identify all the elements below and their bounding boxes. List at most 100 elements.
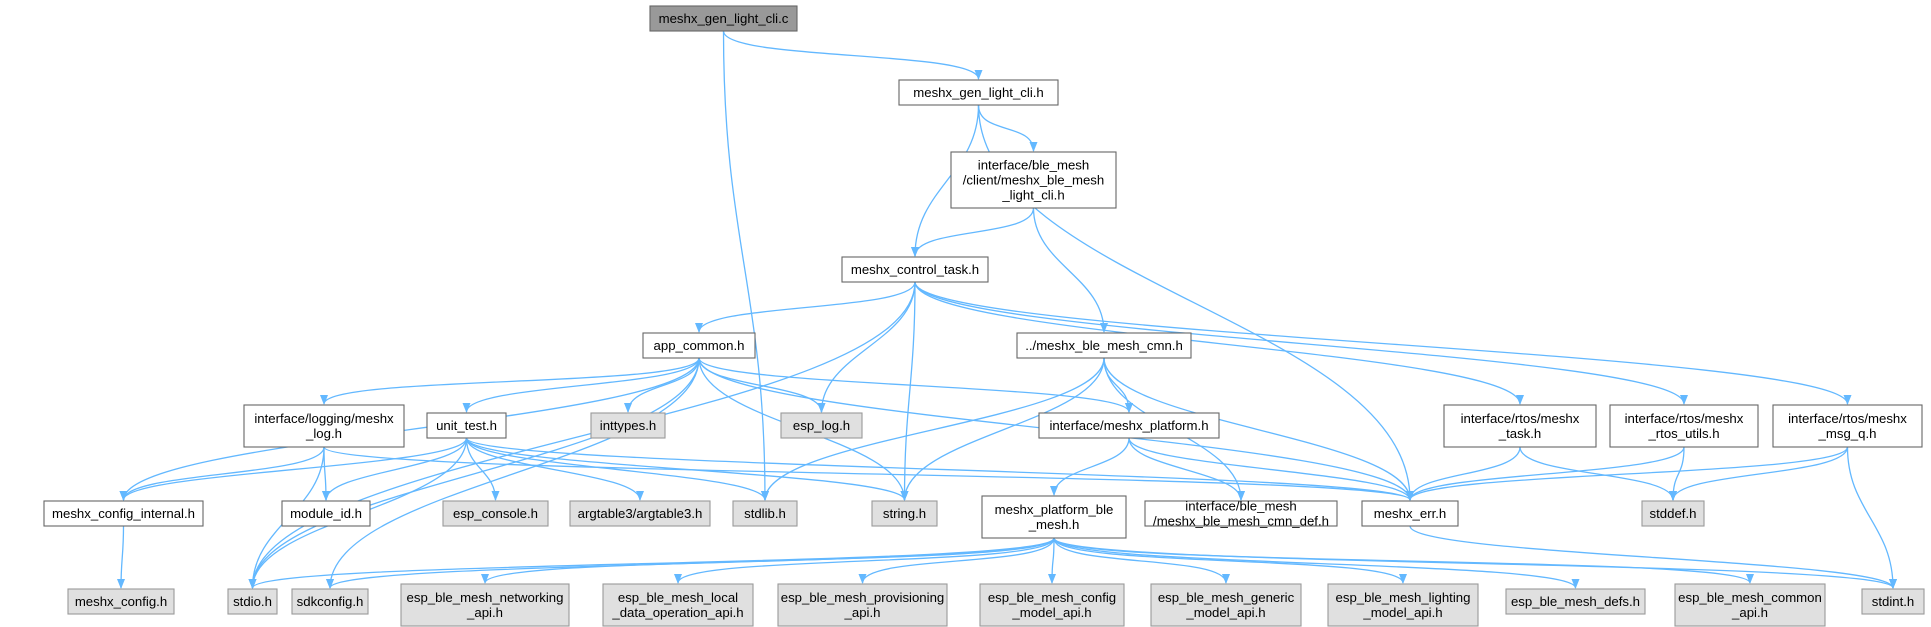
node-logging[interactable]: interface/logging/meshx_log.h [243,404,405,448]
node-common_api: esp_ble_mesh_common_api.h [1674,583,1826,627]
node-label: _model_api.h [1362,605,1442,620]
node-label: /meshx_ble_mesh_cmn_def.h [1153,514,1329,529]
node-box [1609,404,1759,448]
node-lighting_model: esp_ble_mesh_lighting_model_api.h [1327,583,1479,627]
edge-app_common-to-logging [320,357,700,405]
edge-app_common-to-config_internal [119,357,700,501]
node-label: esp_log.h [793,418,850,433]
node-label: interface/logging/meshx [254,411,394,426]
node-label: esp_ble_mesh_generic [1158,590,1295,605]
node-box [1861,588,1925,615]
node-box [400,583,570,627]
node-label: esp_ble_mesh_networking [407,590,564,605]
node-cmn_def[interactable]: interface/ble_mesh/meshx_ble_mesh_cmn_de… [1144,499,1338,529]
node-label: meshx_config_internal.h [52,506,195,521]
node-box [291,588,369,615]
node-label: interface/meshx_platform.h [1049,418,1208,433]
edge-unit_test-to-module_id [322,437,468,501]
node-box [227,588,278,615]
node-config_internal[interactable]: meshx_config_internal.h [43,500,204,527]
edge-control_task-to-app_common [695,281,916,333]
node-label: interface/ble_mesh [1185,499,1296,514]
node-box [1150,583,1302,627]
node-label: interface/rtos/meshx [1788,411,1907,426]
node-ble_mesh_cmn[interactable]: ../meshx_ble_mesh_cmn.h [1016,332,1192,359]
node-rtos_utils[interactable]: interface/rtos/meshx_rtos_utils.h [1609,404,1759,448]
edge-ble_light_cli-to-ble_mesh_cmn [1032,207,1108,333]
edge-unit_test-to-stdlib [465,437,769,501]
edge-app_common-to-stdio [248,357,700,589]
node-label: unit_test.h [436,418,497,433]
node-label: interface/ble_mesh [978,158,1089,173]
node-label: _log.h [305,426,342,441]
node-sdkconfig: sdkconfig.h [291,588,369,615]
node-control_task[interactable]: meshx_control_task.h [841,256,989,283]
node-label: meshx_config.h [75,594,167,609]
edge-platform-to-cmn_def [1128,437,1245,501]
node-box [426,412,507,439]
node-box [43,500,204,527]
node-platform_ble[interactable]: meshx_platform_ble_mesh.h [981,495,1127,539]
node-app_common[interactable]: app_common.h [642,332,756,359]
node-platform[interactable]: interface/meshx_platform.h [1038,412,1220,439]
node-config_model: esp_ble_mesh_config_model_api.h [979,583,1125,627]
edge-ble_mesh_cmn-to-meshx_err [1103,357,1414,501]
node-label: stddef.h [1650,506,1697,521]
node-box [442,500,549,527]
node-label: meshx_err.h [1374,506,1447,521]
node-label: _data_operation_api.h [611,605,743,620]
node-box [1038,412,1220,439]
node-rtos_task[interactable]: interface/rtos/meshx_task.h [1443,404,1597,448]
node-label: _api.h [844,605,881,620]
edge-app_common-to-sdkconfig [326,357,700,589]
edge-platform_ble-to-common_api [1053,537,1754,584]
node-stdint: stdint.h [1861,588,1925,615]
node-label: stdio.h [233,594,272,609]
node-module_id[interactable]: module_id.h [281,500,371,527]
node-label: interface/rtos/meshx [1461,411,1580,426]
node-rtos_msgq[interactable]: interface/rtos/meshx_msg_q.h [1772,404,1923,448]
node-label: app_common.h [654,338,745,353]
edge-unit_test-to-argtable3 [465,437,644,501]
node-box [898,79,1059,106]
node-box [1443,404,1597,448]
edge-logging-to-meshx_err [323,446,1414,501]
edge-control_task-to-rtos_task [914,281,1524,405]
node-stdlib: stdlib.h [732,500,798,527]
node-box [1772,404,1923,448]
node-unit_test[interactable]: unit_test.h [426,412,507,439]
edge-unit_test-to-string [465,437,909,501]
edge-control_task-to-stdio [248,281,916,589]
edge-control_task-to-esp_log [817,281,916,413]
node-meshx_err[interactable]: meshx_err.h [1361,500,1459,527]
node-box [649,5,798,32]
node-label: meshx_platform_ble [995,502,1114,517]
node-box [1144,500,1338,527]
node-label: esp_ble_mesh_provisioning [781,590,945,605]
node-argtable3: argtable3/argtable3.h [569,500,711,527]
node-label: esp_ble_mesh_lighting [1336,590,1471,605]
node-box [981,495,1127,539]
edge-app_common-to-inttypes [624,357,700,413]
node-box [1327,583,1479,627]
edge-control_task-to-string [900,281,916,501]
node-mesh_defs: esp_ble_mesh_defs.h [1505,588,1646,615]
node-box [642,332,756,359]
node-gen_cli_h[interactable]: meshx_gen_light_cli.h [898,79,1059,106]
edge-platform_ble-to-local_data [674,537,1055,584]
node-label: argtable3/argtable3.h [578,506,703,521]
node-box [1641,500,1705,527]
edges-layer [117,30,1897,589]
nodes-layer: meshx_gen_light_cli.c meshx_gen_light_cli… [43,5,1925,627]
node-ble_light_cli[interactable]: interface/ble_mesh/client/meshx_ble_mesh… [950,151,1117,209]
node-label: string.h [883,506,926,521]
edge-ble_light_cli-to-control_task [911,207,1035,257]
node-root[interactable]: meshx_gen_light_cli.c [649,5,798,32]
edge-unit_test-to-config_internal [119,437,468,501]
edge-platform_ble-to-mesh_defs [1053,537,1580,589]
edge-ble_mesh_cmn-to-string [900,357,1105,501]
node-string: string.h [871,500,938,527]
node-label: _api.h [1731,605,1768,620]
edge-platform_ble-to-networking [481,537,1055,584]
edge-app_common-to-esp_log [698,357,826,413]
